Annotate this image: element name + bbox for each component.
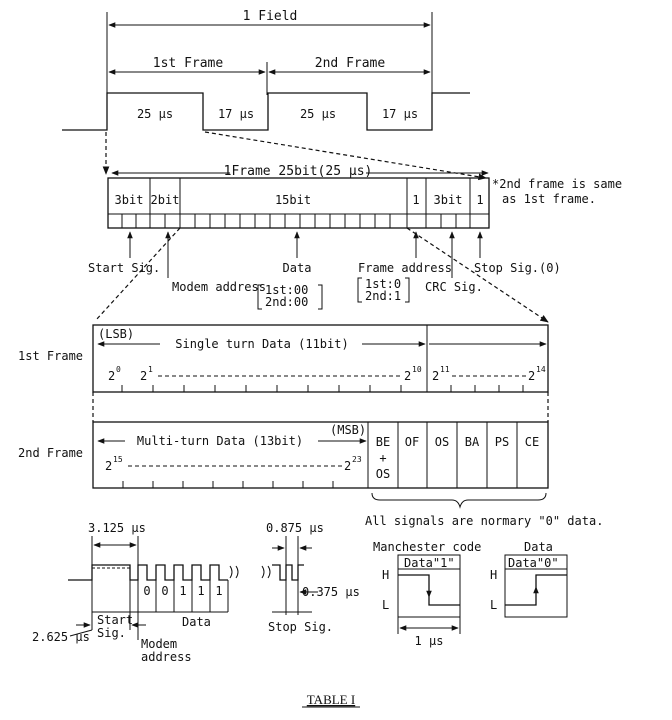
bit-2-1: 2 [140, 369, 147, 383]
single-turn-label: Single turn Data (11bit) [175, 337, 348, 351]
frame-section: 1Frame 25bit(25 µs) *2nd frame is same a… [88, 164, 622, 323]
bit-2-15: 2 [105, 459, 112, 473]
seg-modem: 2bit [151, 193, 180, 207]
frame-title: 1Frame 25bit(25 µs) [224, 164, 373, 179]
start-label-1: Start [97, 613, 133, 627]
field-waveform [62, 92, 470, 131]
sig-os-combined: OS [376, 467, 390, 481]
label-frame-address: Frame address [358, 261, 452, 275]
bit-3: 1 [197, 584, 204, 598]
label-stop: Stop Sig.(0) [474, 261, 561, 275]
manchester-title: Manchester code [373, 540, 481, 554]
bit-2: 1 [179, 584, 186, 598]
sig-be: BE [376, 435, 390, 449]
bit-2-1-exp: 1 [148, 365, 153, 374]
data-0-label: Data"0" [508, 556, 559, 570]
modem-2nd: 2nd:00 [265, 295, 308, 309]
frame2-label: 2nd Frame [315, 56, 386, 71]
table-caption: TABLE I [307, 692, 355, 707]
frame1-bit-ticks [121, 385, 524, 392]
label-crc: CRC Sig. [425, 280, 483, 294]
start-width-label: 2.625 µs [32, 630, 90, 644]
h-label-2: H [490, 568, 497, 582]
bit-2-11-exp: 11 [440, 365, 450, 374]
seg-start: 3bit [115, 193, 144, 207]
lsb-label: (LSB) [98, 327, 134, 341]
bit-2-23: 2 [344, 459, 351, 473]
field-section: 1 Field 1st Frame 2nd Frame 25 µs 17 µs … [62, 9, 487, 181]
timing-data-label: Data [182, 615, 211, 629]
stop-sig-label: Stop Sig. [268, 620, 333, 634]
bit-1: 0 [161, 584, 168, 598]
bit-2-10-exp: 10 [412, 365, 422, 374]
pulse-low-2: 17 µs [382, 107, 418, 121]
data-1-label: Data"1" [404, 556, 455, 570]
bit-2-0: 2 [108, 369, 115, 383]
sig-ps: PS [495, 435, 509, 449]
seg-data: 15bit [275, 193, 311, 207]
frame-bit-ticks [121, 214, 457, 228]
stop-width-label: 0.875 µs [266, 521, 324, 535]
frame-addr-2nd: 2nd:1 [365, 289, 401, 303]
pulse-low-1: 17 µs [218, 107, 254, 121]
sig-ce: CE [525, 435, 539, 449]
sig-plus: + [379, 451, 386, 465]
bit-0: 0 [143, 584, 150, 598]
start-waveform [68, 564, 228, 581]
stop-waveform [272, 564, 304, 581]
period-label: 3.125 µs [88, 521, 146, 535]
unit-label: 1 µs [415, 634, 444, 648]
data-title: Data [524, 540, 553, 554]
row2-label: 2nd Frame [18, 446, 83, 460]
bit-2-14-exp: 14 [536, 365, 546, 374]
sig-ba: BA [465, 435, 480, 449]
note-line2: as 1st frame. [502, 192, 596, 206]
l-label-2: L [490, 598, 497, 612]
modem-1st: 1st:00 [265, 283, 308, 297]
frame1-label: 1st Frame [153, 56, 224, 71]
row1-label: 1st Frame [18, 349, 83, 363]
field-label: 1 Field [243, 9, 298, 24]
bit-2-23-exp: 23 [352, 455, 362, 464]
timing-section: 3.125 µs 0 0 1 1 1 Start Sig. Modem addr… [32, 521, 568, 664]
label-modem-address: Modem address [172, 280, 266, 294]
h-label-1: H [382, 568, 389, 582]
frame1-data-box [92, 324, 549, 393]
bit-2-10: 2 [404, 369, 411, 383]
bit-2-14: 2 [528, 369, 535, 383]
multi-turn-label: Multi-turn Data (13bit) [137, 434, 303, 448]
seg-frame-address: 1 [412, 193, 419, 207]
msb-label: (MSB) [330, 423, 366, 437]
label-data: Data [283, 261, 312, 275]
note-line1: *2nd frame is same [492, 177, 622, 191]
l-label-1: L [382, 598, 389, 612]
label-start-sig: Start Sig. [88, 261, 160, 275]
start-label-2: Sig. [97, 626, 126, 640]
modem-label-1: Modem [141, 637, 177, 651]
data-layout-section: 1st Frame 2nd Frame (LSB) Single turn Da… [18, 324, 603, 528]
sig-of: OF [405, 435, 419, 449]
frame-box [107, 177, 490, 229]
frame2-data-box [92, 421, 549, 489]
sig-os: OS [435, 435, 449, 449]
modem-label-2: address [141, 650, 192, 664]
seg-stop: 1 [476, 193, 483, 207]
stop-low-label: 0.375 µs [302, 585, 360, 599]
bit-2-11: 2 [432, 369, 439, 383]
bit-2-15-exp: 15 [113, 455, 123, 464]
bit-4: 1 [215, 584, 222, 598]
signals-brace [371, 492, 547, 509]
seg-crc: 3bit [434, 193, 463, 207]
frame2-bit-ticks [122, 481, 334, 488]
manchester-0-box [504, 554, 568, 618]
bit-2-0-exp: 0 [116, 365, 121, 374]
manchester-1-box [397, 554, 461, 618]
pulse-high-1: 25 µs [137, 107, 173, 121]
pulse-high-2: 25 µs [300, 107, 336, 121]
frame-addr-1st: 1st:0 [365, 277, 401, 291]
signals-note: All signals are normary "0" data. [365, 514, 603, 528]
